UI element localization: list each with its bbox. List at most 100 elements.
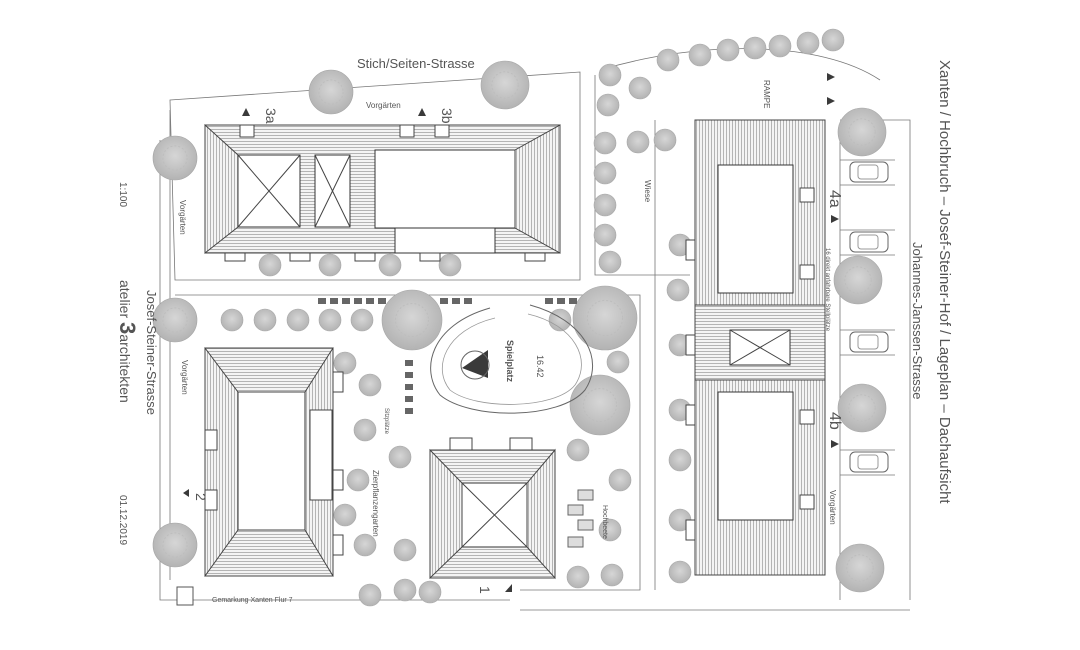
markers <box>176 73 839 606</box>
building-2 <box>204 347 344 577</box>
tree <box>598 63 622 87</box>
tree <box>258 253 282 277</box>
tree <box>388 445 412 469</box>
sitzplaetze-label: Sitzplätze <box>383 408 389 435</box>
tree <box>152 297 198 343</box>
tree <box>438 253 462 277</box>
tree <box>152 522 198 568</box>
tree <box>393 538 417 562</box>
tree <box>152 135 198 181</box>
tree <box>835 543 885 593</box>
building-3 <box>204 123 561 262</box>
tree <box>593 223 617 247</box>
building-4b-label: 4b <box>826 412 843 430</box>
scale-label: 1:100 <box>117 182 128 207</box>
tree <box>796 31 820 55</box>
gemarkung-label: Gemarkung Xanten Flur 7 <box>212 597 293 604</box>
tree <box>418 580 442 604</box>
tree <box>333 351 357 375</box>
tree <box>598 250 622 274</box>
building-4 <box>685 119 826 576</box>
tree <box>308 69 354 115</box>
tree <box>596 93 620 117</box>
building-3b-label: 3b <box>439 108 455 124</box>
tree <box>716 38 740 62</box>
car <box>849 331 889 353</box>
tree <box>768 34 792 58</box>
tree <box>353 533 377 557</box>
vorgaerten-left-bottom-label: Vorgärten <box>180 360 189 395</box>
parking-area <box>840 159 895 476</box>
tree <box>666 278 690 302</box>
tree <box>220 308 244 332</box>
vorgaerten-top-label: Vorgärten <box>366 101 401 110</box>
tree <box>628 76 652 100</box>
rampe-label: RAMPE <box>762 80 771 108</box>
tree <box>253 308 277 332</box>
tree <box>743 36 767 60</box>
tree <box>606 350 630 374</box>
building-1-label: 1 <box>477 586 493 594</box>
tree <box>381 289 443 351</box>
tree <box>626 130 650 154</box>
tree <box>821 28 845 52</box>
tree <box>480 60 530 110</box>
spielplatz-label: Spielplatz <box>505 340 515 383</box>
raised-beds <box>567 489 594 548</box>
tree <box>837 383 887 433</box>
tree <box>593 131 617 155</box>
tree <box>333 503 357 527</box>
tree <box>608 468 632 492</box>
tree <box>593 193 617 217</box>
tree <box>653 128 677 152</box>
tree <box>378 253 402 277</box>
tree <box>318 308 342 332</box>
tree <box>688 43 712 67</box>
parking-label: 16 direkt anfahrbare Stellplätze <box>824 248 830 332</box>
tree <box>593 161 617 185</box>
office-number: 3 <box>115 322 140 334</box>
tree <box>833 255 883 305</box>
playground-value-label: 16.42 <box>535 355 545 378</box>
tree <box>569 374 631 436</box>
tree <box>668 448 692 472</box>
tree <box>656 48 680 72</box>
street-top-label: Stich/Seiten-Strasse <box>357 56 475 71</box>
tree <box>358 583 382 607</box>
tree <box>600 563 624 587</box>
street-right-label: Johannes-Janssen-Strasse <box>910 242 925 400</box>
tree <box>668 560 692 584</box>
building-2-label: 2 <box>193 493 209 501</box>
date-label: 01.12.2019 <box>117 495 128 545</box>
zierpflanzengarten-label: Zierpflanzengarten <box>371 470 380 537</box>
wiese-label: Wiese <box>643 180 652 203</box>
street-left-label: Josef-Steiner-Strasse <box>144 290 159 415</box>
tree <box>566 438 590 462</box>
tree <box>393 578 417 602</box>
vorgaerten-left-top-label: Vorgärten <box>178 200 187 235</box>
car <box>849 161 889 183</box>
benches <box>318 298 577 414</box>
tree <box>346 468 370 492</box>
tree <box>572 285 638 351</box>
tree <box>837 107 887 157</box>
building-3a-label: 3a <box>263 108 279 124</box>
vorgaerten-right-label: Vorgärten <box>828 490 837 525</box>
office-label: atelier 3architekten <box>115 280 140 403</box>
car <box>849 451 889 473</box>
tree <box>353 418 377 442</box>
main-title: Xanten / Hochbruch – Josef-Steiner-Hof /… <box>936 60 953 504</box>
hochbeete-label: Hochbeete <box>601 505 608 539</box>
playground <box>430 304 594 414</box>
car <box>849 231 889 253</box>
office-suffix: architekten <box>117 334 133 402</box>
tree <box>598 518 622 542</box>
tree <box>566 565 590 589</box>
tree <box>286 308 310 332</box>
office-prefix: atelier <box>117 280 133 322</box>
tree <box>350 308 374 332</box>
tree <box>358 373 382 397</box>
building-4a-label: 4a <box>826 190 843 208</box>
tree <box>318 253 342 277</box>
